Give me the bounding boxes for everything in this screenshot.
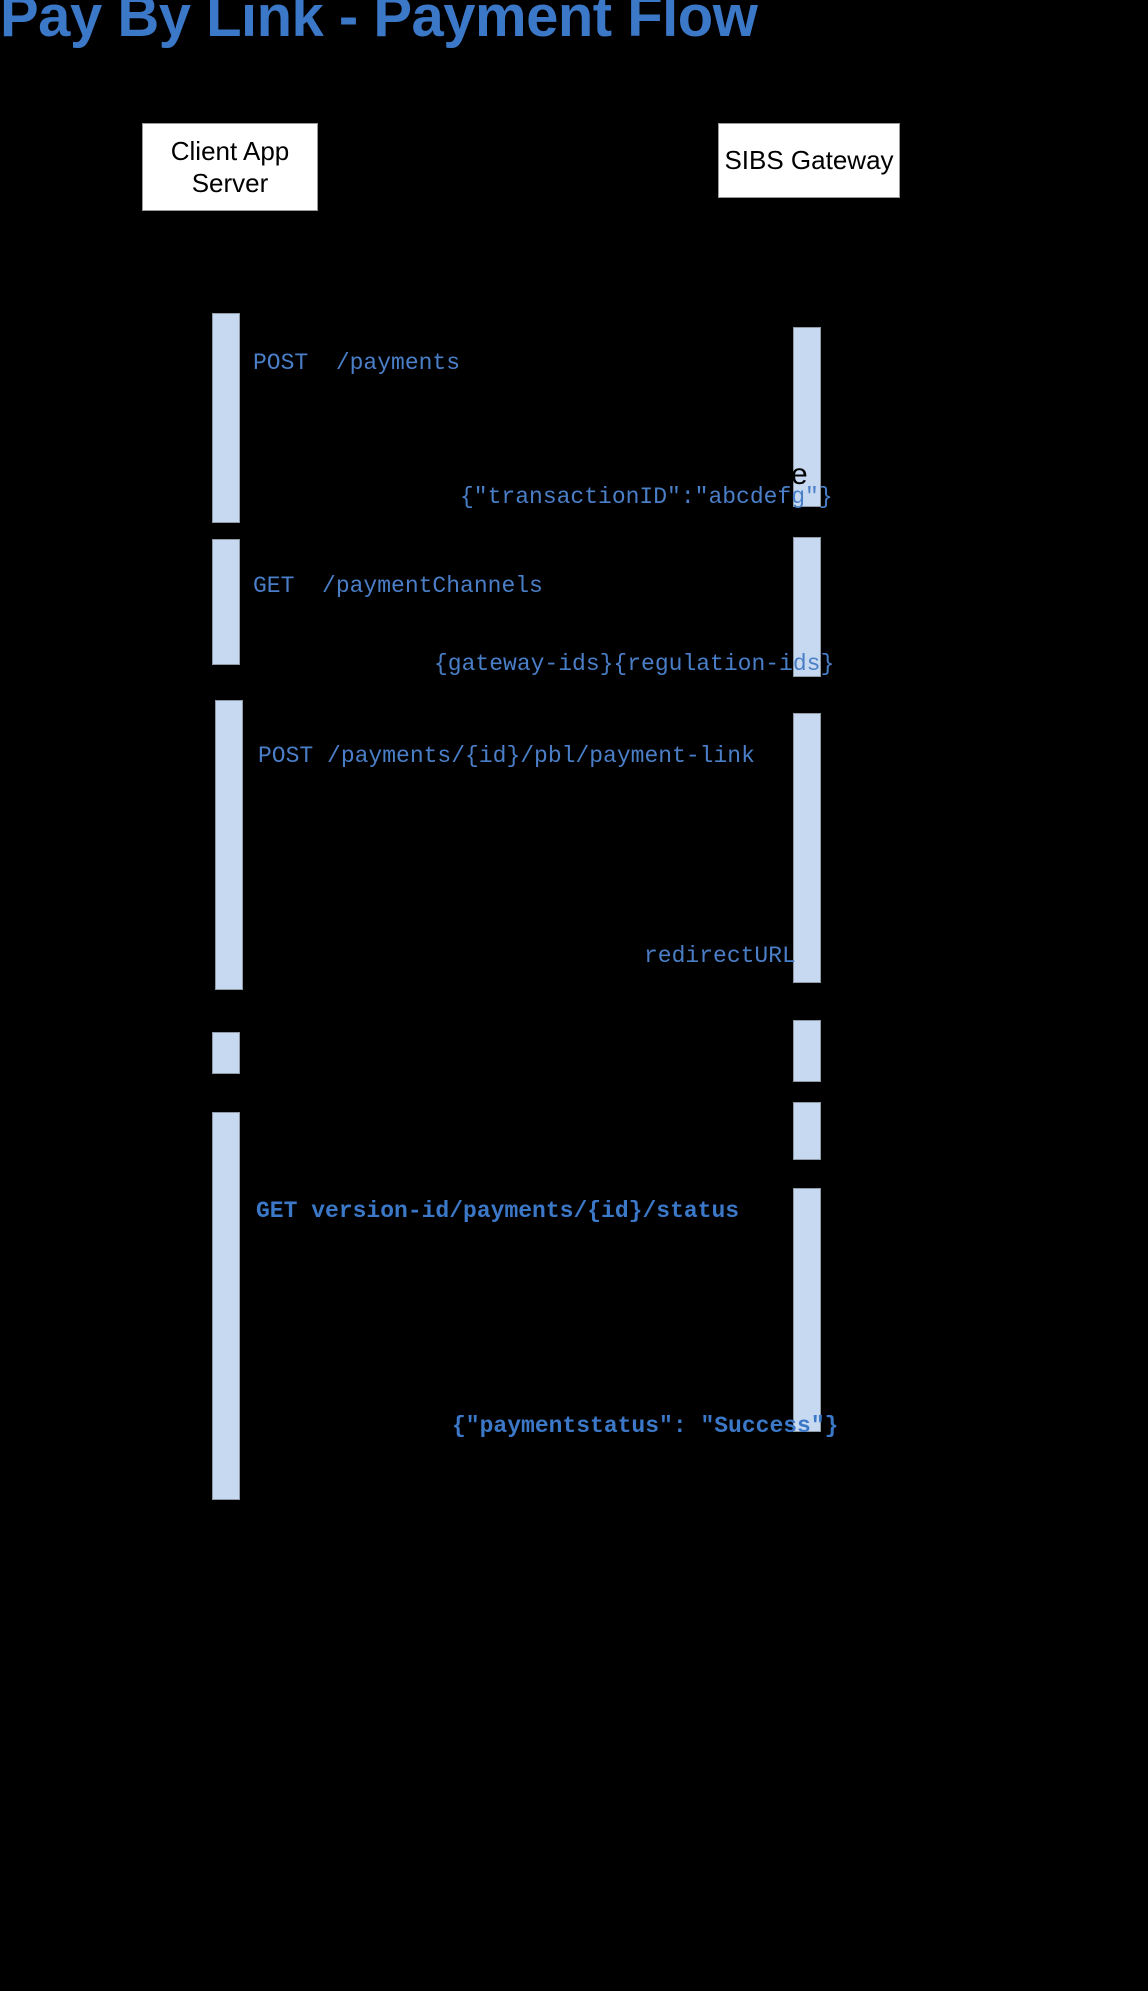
activation-bar-client	[215, 700, 243, 990]
activation-bar-gateway	[793, 1188, 821, 1432]
message-label-m2: {"transactionID":"abcdefg"}	[460, 484, 833, 510]
page-title: Pay By Link - Payment Flow	[0, 0, 758, 49]
activation-bar-gateway	[793, 1020, 821, 1082]
message-label-m4: {gateway-ids}{regulation-ids}	[434, 651, 835, 677]
activation-bar-client	[212, 313, 240, 523]
message-label-m3: GET /paymentChannels	[253, 573, 543, 599]
participant-sibs-gateway[interactable]: SIBS Gateway	[718, 123, 900, 198]
activation-bar-gateway	[793, 327, 821, 507]
message-label-m7: GET version-id/payments/{id}/status	[256, 1198, 740, 1224]
activation-bar-gateway	[793, 713, 821, 983]
activation-bar-gateway	[793, 537, 821, 677]
activation-bar-client	[212, 1032, 240, 1074]
clipped-note-n1: e	[791, 458, 808, 491]
message-label-m8: {"paymentstatus": "Success"}	[452, 1413, 839, 1439]
message-label-m1: POST /payments	[253, 350, 461, 376]
message-label-m6: redirectURL	[644, 943, 796, 969]
participant-client-app-server[interactable]: Client App Server	[142, 123, 318, 211]
activation-bar-gateway	[793, 1102, 821, 1160]
activation-bar-client	[212, 539, 240, 665]
message-label-m5: POST /payments/{id}/pbl/payment-link	[258, 743, 755, 769]
activation-bar-client	[212, 1112, 240, 1500]
